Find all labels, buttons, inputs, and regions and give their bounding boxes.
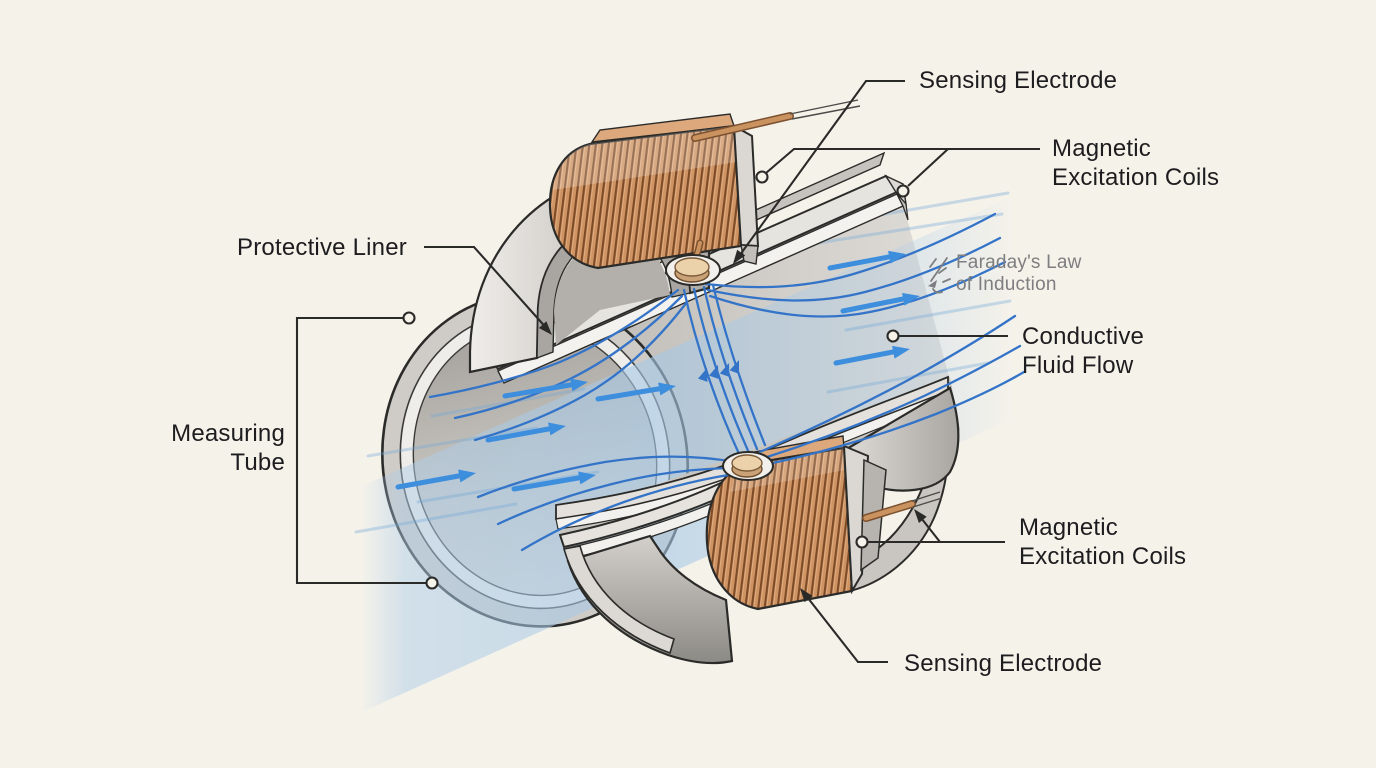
label-line2: Fluid Flow [1022, 352, 1134, 379]
label-line2: Excitation Coils [1052, 164, 1220, 191]
label-line1: Measuring [171, 420, 285, 447]
bottom-excitation-coil [705, 435, 887, 611]
label-line1: Magnetic [1052, 135, 1151, 162]
label-conductive-fluid-flow: Conductive Fluid Flow [1022, 322, 1144, 380]
label-text: Sensing Electrode [904, 650, 1103, 677]
label-line1: Magnetic [1019, 514, 1118, 541]
fluid-band [362, 196, 1014, 712]
flow-arrowheads [458, 250, 920, 485]
leader-sensing-electrode-bottom [800, 588, 888, 664]
label-magnetic-coils-top: Magnetic Excitation Coils [1052, 134, 1219, 192]
label-line1: Conductive [1022, 323, 1145, 350]
label-measuring-tube: Measuring Tube [100, 419, 285, 477]
faraday-sketch-icon [928, 257, 951, 294]
label-text: Sensing Electrode [919, 67, 1118, 94]
top-sensing-electrode [665, 254, 721, 286]
label-protective-liner: Protective Liner [237, 233, 407, 262]
field-line-arrowheads [698, 360, 740, 382]
label-line1: Faraday's Law [956, 252, 1082, 273]
label-line2: of Induction [956, 274, 1057, 295]
label-text: Protective Liner [237, 234, 407, 261]
leader-magnetic-coils-bottom [855, 509, 1005, 549]
leader-conductive-fluid-flow [886, 329, 1008, 343]
label-magnetic-coils-bottom: Magnetic Excitation Coils [1019, 513, 1186, 571]
leader-protective-liner [424, 245, 552, 335]
label-sensing-electrode-top: Sensing Electrode [919, 66, 1117, 95]
fluid-flow-arrows [395, 253, 911, 492]
label-line2: Excitation Coils [1019, 543, 1187, 570]
label-line2: Tube [230, 449, 285, 476]
top-excitation-coil [548, 113, 760, 270]
bottom-sensing-electrode [722, 451, 774, 481]
label-sensing-electrode-bottom: Sensing Electrode [904, 649, 1102, 678]
leader-sensing-electrode-top [733, 79, 905, 264]
leader-magnetic-coils-top [755, 147, 1040, 198]
leader-measuring-tube [295, 311, 439, 590]
label-faraday-note: Faraday's Law of Induction [956, 252, 1082, 296]
bottom-coil-wire [862, 491, 943, 522]
